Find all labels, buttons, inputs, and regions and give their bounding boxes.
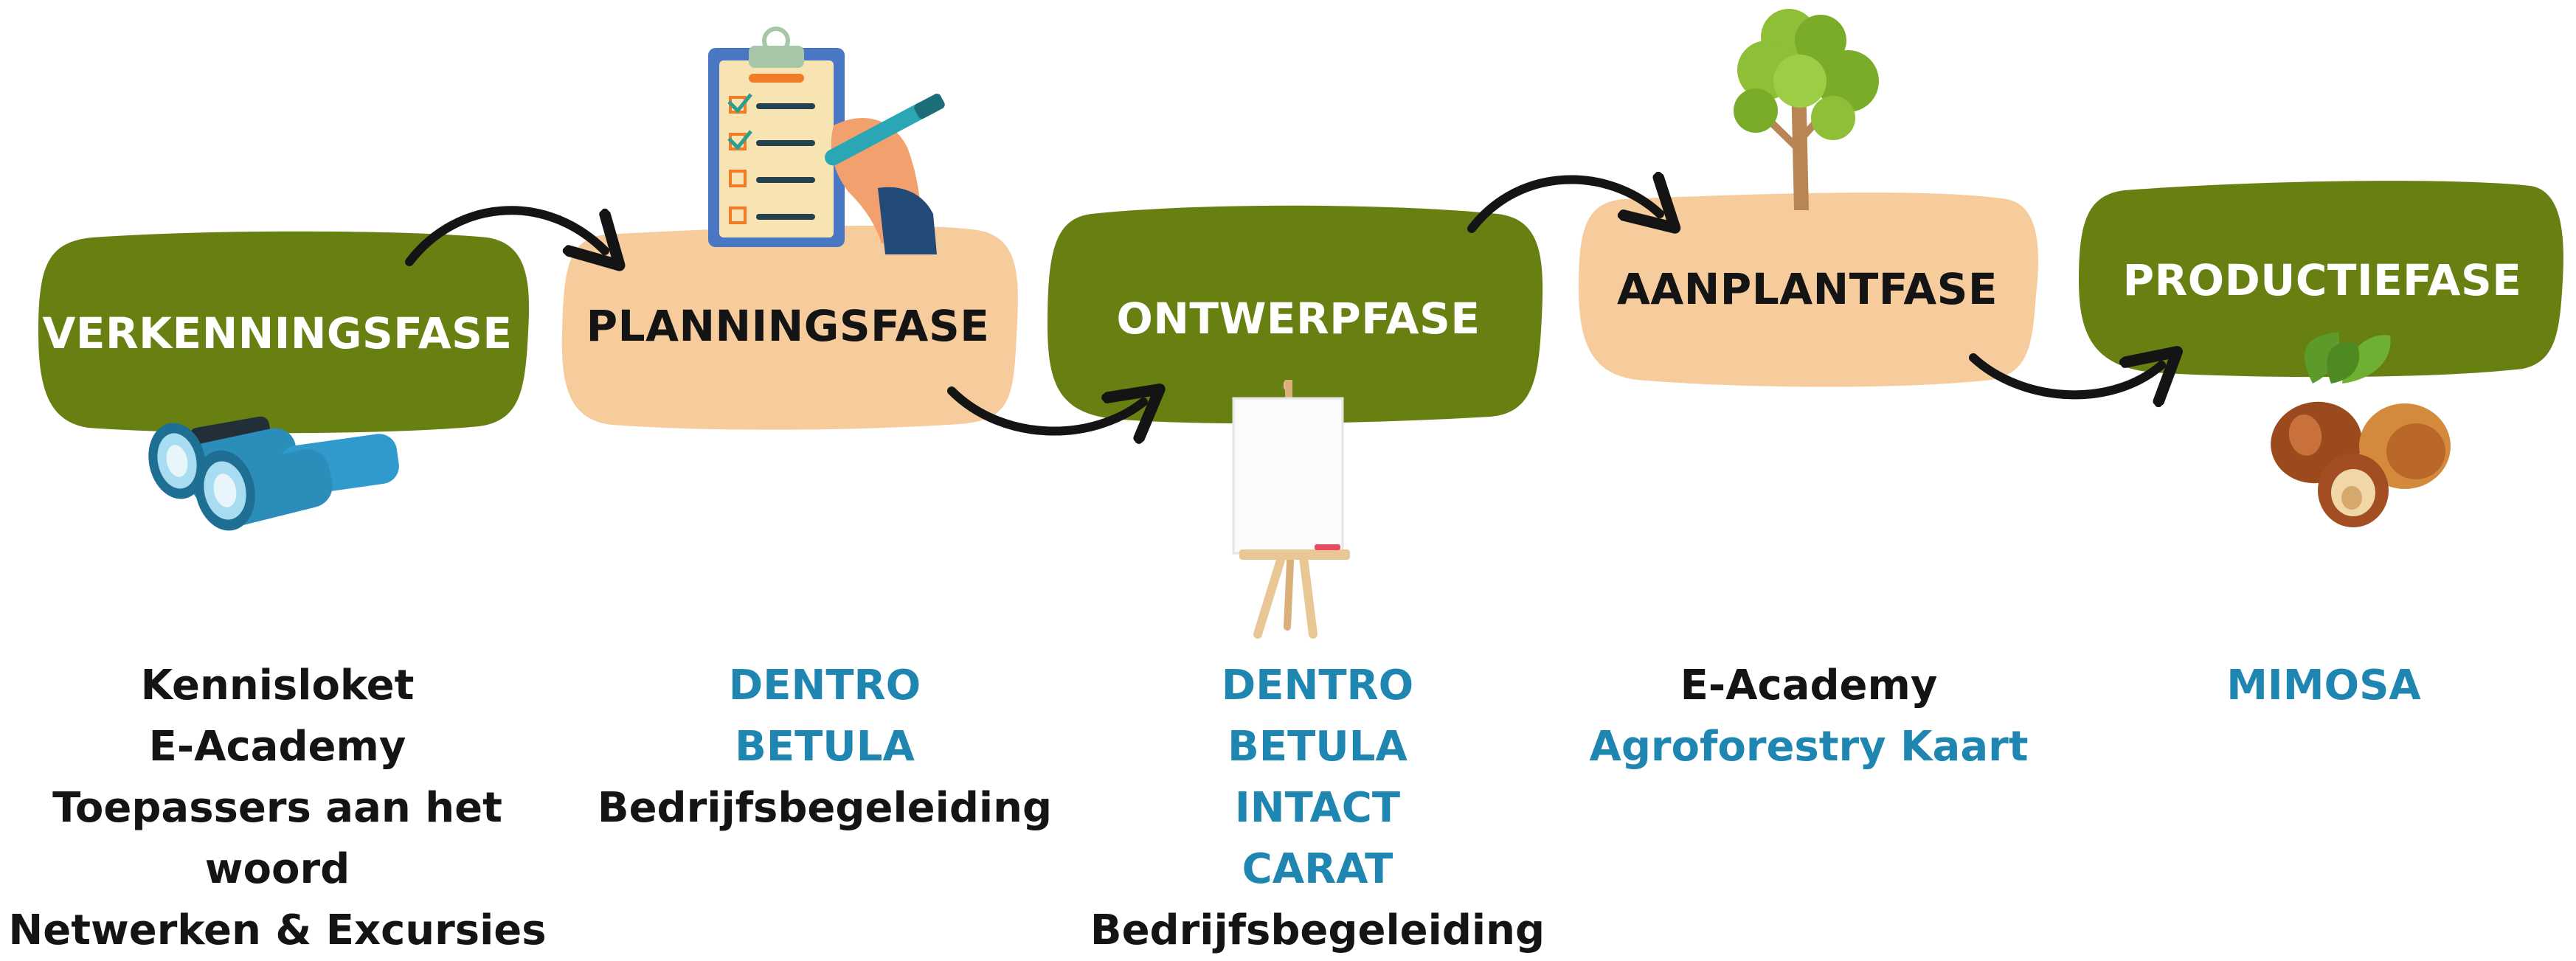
flow-arrow-3	[1467, 179, 1660, 229]
clipboard-checklist-icon	[708, 27, 945, 254]
list-item: BETULA	[1228, 723, 1408, 771]
list-item: E-Academy	[148, 723, 406, 771]
list-item: BETULA	[735, 723, 915, 771]
flow-arrow-4	[1969, 358, 2161, 395]
list-item: INTACT	[1234, 784, 1401, 832]
hazelnuts-icon	[2271, 332, 2451, 527]
list-item: Netwerken & Excursies	[8, 906, 547, 954]
phase-title-verkenningsfase: VERKENNINGSFASE	[42, 308, 513, 358]
list-item: woord	[204, 845, 350, 893]
phase-title-ontwerpfase: ONTWERPFASE	[1116, 294, 1481, 344]
phase-blob-verkenningsfase	[38, 231, 530, 434]
binoculars-icon	[148, 416, 399, 531]
list-item: Toepassers aan het	[52, 784, 502, 832]
list-item: CARAT	[1242, 845, 1393, 893]
phase-list-planningsfase: DENTRO BETULA Bedrijfsbegeleiding	[544, 655, 1105, 839]
phase-list-verkenningsfase: Kennisloket E-Academy Toepassers aan het…	[0, 655, 558, 961]
phase-list-aanplantfase: E-Academy Agroforestry Kaart	[1528, 655, 2089, 777]
tree-icon	[1734, 9, 1879, 210]
easel-canvas-icon	[1232, 380, 1350, 639]
list-item: Bedrijfsbegeleiding	[597, 784, 1053, 832]
phase-title-aanplantfase: AANPLANTFASE	[1616, 264, 1998, 314]
list-item: MIMOSA	[2226, 662, 2421, 710]
flow-arrow-2	[947, 391, 1143, 431]
list-item: DENTRO	[728, 662, 921, 710]
phase-title-productiefase: PRODUCTIEFASE	[2122, 255, 2522, 305]
phase-blob-ontwerpfase	[1048, 205, 1543, 424]
phase-blob-aanplantfase	[1579, 192, 2039, 387]
list-item: Bedrijfsbegeleiding	[1090, 906, 1545, 954]
phase-blob-planningsfase	[561, 225, 1018, 430]
list-item: E-Academy	[1680, 662, 1938, 710]
phase-list-ontwerpfase: DENTRO BETULA INTACT CARAT Bedrijfsbegel…	[1037, 655, 1598, 961]
flow-arrow-1	[405, 206, 605, 262]
phase-blob-productiefase	[2079, 181, 2563, 378]
list-item: Kennisloket	[140, 662, 415, 710]
phase-title-planningsfase: PLANNINGSFASE	[586, 301, 990, 351]
phase-list-productiefase: MIMOSA	[2043, 655, 2576, 716]
list-item: DENTRO	[1221, 662, 1414, 710]
list-item: Agroforestry Kaart	[1589, 723, 2029, 771]
